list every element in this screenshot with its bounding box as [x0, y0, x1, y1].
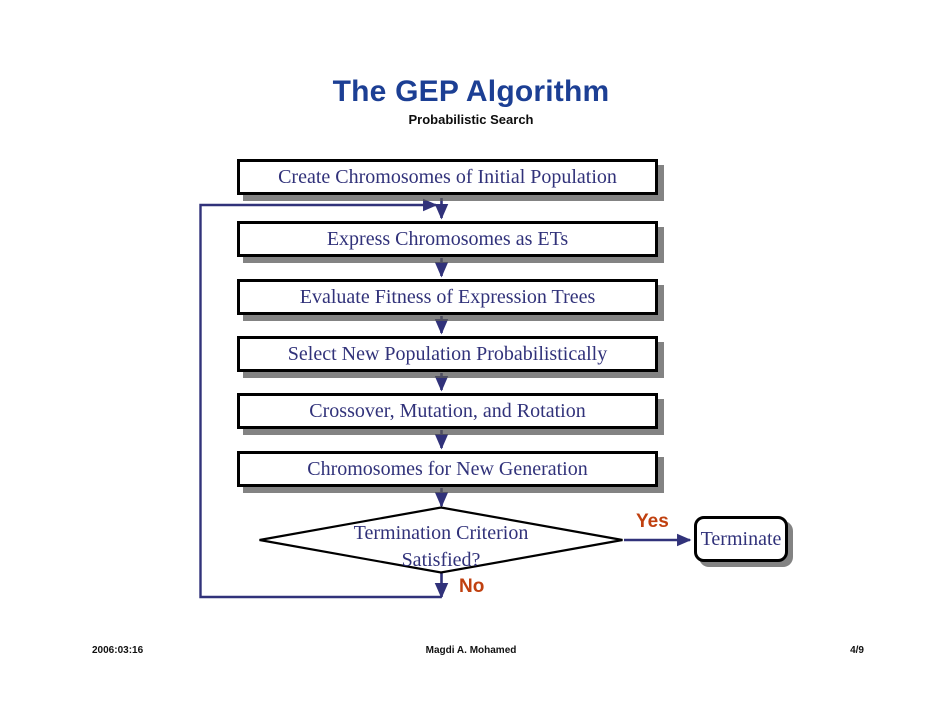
flow-node-label: Crossover, Mutation, and Rotation: [309, 400, 586, 422]
footer-author: Magdi A. Mohamed: [425, 645, 517, 656]
flow-node-terminate[interactable]: Terminate: [694, 516, 788, 562]
footer-date: 2006:03:16: [92, 645, 144, 656]
flow-node-newgen[interactable]: Chromosomes for New Generation: [237, 451, 658, 487]
flow-node-label: Create Chromosomes of Initial Population: [278, 166, 617, 188]
diamond-shape: [259, 506, 623, 574]
flow-node-label: Terminate: [700, 527, 782, 550]
flow-node-express[interactable]: Express Chromosomes as ETs: [237, 221, 658, 257]
footer-page-number: 4/9: [850, 645, 864, 656]
page-subtitle: Probabilistic Search: [408, 112, 534, 127]
decision-line-2: Satisfied?: [401, 549, 481, 571]
decision-line-1: Termination Criterion: [353, 522, 529, 544]
page-title: The GEP Algorithm: [332, 75, 610, 108]
flow-node-variation[interactable]: Crossover, Mutation, and Rotation: [237, 393, 658, 429]
flow-node-evaluate[interactable]: Evaluate Fitness of Expression Trees: [237, 279, 658, 315]
flow-node-label: Chromosomes for New Generation: [307, 458, 588, 480]
flow-node-decision-termination[interactable]: Termination Criterion Satisfied?: [258, 506, 624, 574]
flow-node-label: Evaluate Fitness of Expression Trees: [299, 286, 596, 308]
flow-node-create[interactable]: Create Chromosomes of Initial Population: [237, 159, 658, 195]
branch-label-no: No: [459, 576, 485, 597]
flow-node-label: Termination Criterion Satisfied?: [258, 520, 624, 574]
flow-node-label: Express Chromosomes as ETs: [326, 228, 569, 250]
flow-node-select[interactable]: Select New Population Probabilistically: [237, 336, 658, 372]
flow-node-label: Select New Population Probabilistically: [287, 343, 608, 365]
branch-label-yes: Yes: [636, 511, 669, 532]
